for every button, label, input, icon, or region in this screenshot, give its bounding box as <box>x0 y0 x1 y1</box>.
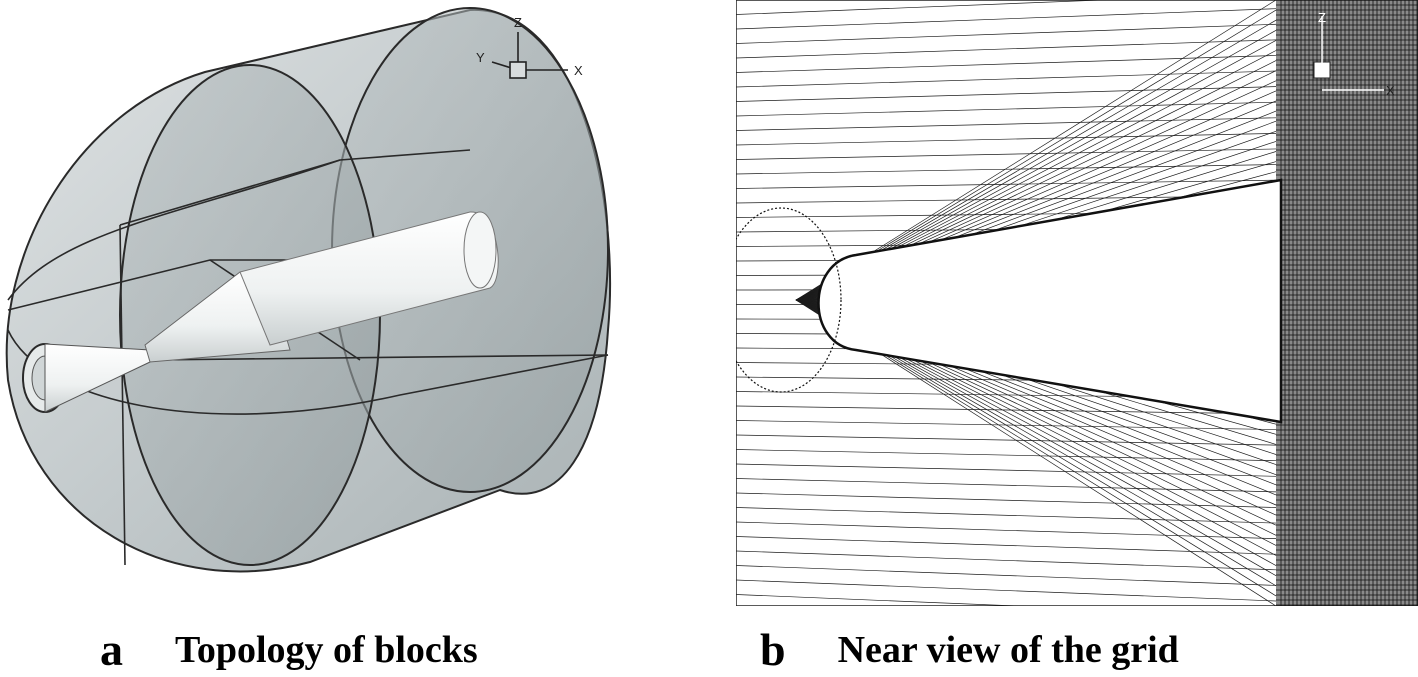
mesh-line <box>735 86 1277 102</box>
axis-label-y: Y <box>476 50 485 65</box>
block-topology-panel: Z Y X <box>0 0 640 600</box>
mesh-line <box>735 492 1277 508</box>
mesh-line <box>735 117 1277 131</box>
mesh-line <box>735 550 1277 571</box>
base-mesh-lines <box>1276 0 1418 606</box>
axis-label-x-b: X <box>1386 83 1395 98</box>
panel-letter-b: b <box>760 624 786 675</box>
mesh-line <box>735 164 1277 175</box>
mesh-line <box>735 23 1277 44</box>
mesh-line <box>735 434 1277 446</box>
mesh-line <box>735 463 1277 477</box>
grid-near-view-panel: Z X <box>720 0 1418 617</box>
mesh-line <box>735 101 1277 117</box>
grid-drawing: Z X <box>720 0 1418 617</box>
afterbody-cylinder <box>239 211 499 346</box>
caption-text-b: Near view of the grid <box>837 629 1179 671</box>
panel-letter-a: a <box>100 624 123 675</box>
mesh-line <box>735 179 1277 189</box>
mesh-line <box>735 449 1277 462</box>
mesh-line <box>735 405 1277 415</box>
axis-triad-b <box>1313 16 1384 91</box>
mesh-line <box>735 579 1277 602</box>
block-topology-drawing: Z Y X <box>5 7 611 573</box>
mesh-line <box>735 507 1277 524</box>
mesh-line <box>735 148 1277 160</box>
axis-label-x: X <box>574 63 583 78</box>
axis-label-z-b: Z <box>1318 10 1326 25</box>
body-surface <box>817 178 1283 424</box>
mesh-line <box>735 0 1111 15</box>
caption-b: b Near view of the grid <box>760 625 1179 675</box>
caption-text-a: Topology of blocks <box>175 629 478 671</box>
mesh-line <box>735 70 1277 88</box>
mesh-line <box>735 478 1277 493</box>
mesh-line <box>735 133 1277 146</box>
mesh-line <box>735 536 1277 555</box>
mesh-line <box>735 521 1277 539</box>
mesh-line <box>735 420 1277 430</box>
mesh-line <box>735 39 1277 59</box>
mesh-line <box>735 8 1277 30</box>
mesh-line <box>795 0 1277 301</box>
axis-triad <box>491 32 568 79</box>
mesh-line <box>735 55 1277 73</box>
mesh-line <box>735 565 1277 586</box>
caption-a: a Topology of blocks <box>100 625 478 675</box>
axis-label-z: Z <box>514 15 522 30</box>
